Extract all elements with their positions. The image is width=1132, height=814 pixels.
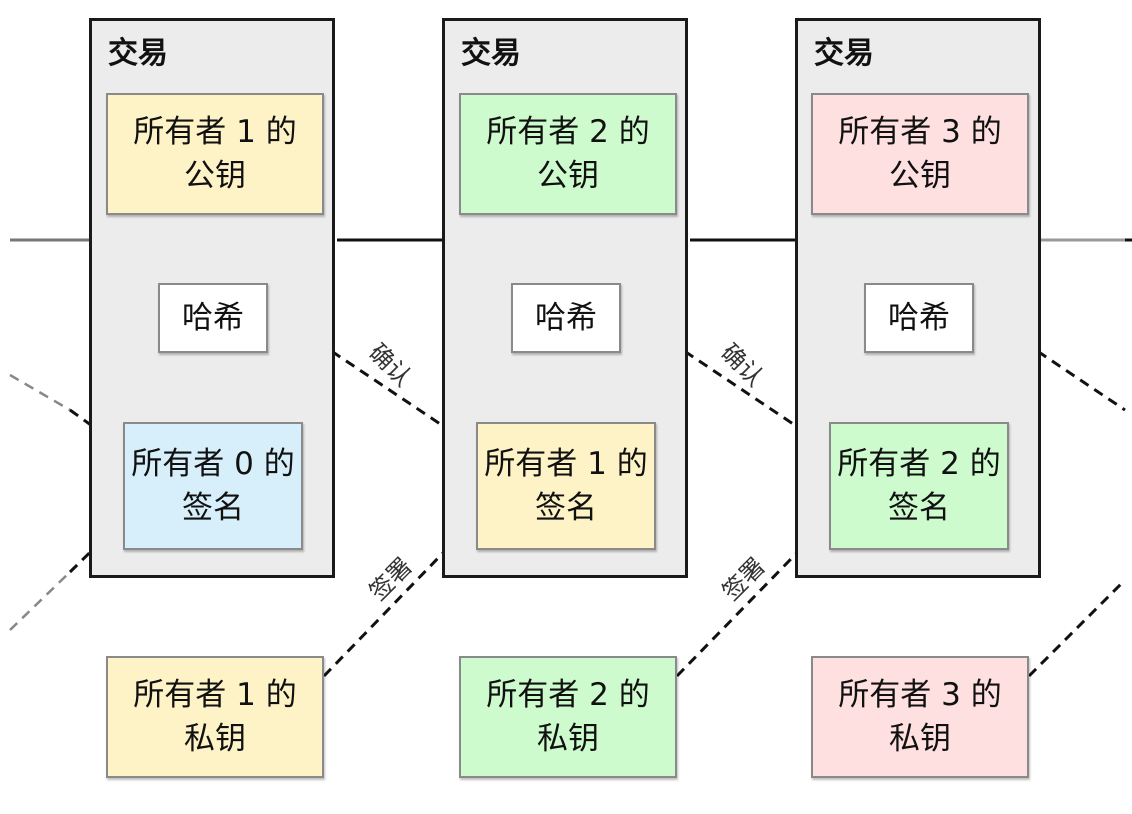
private-key-owner-3: 所有者 3 的 私钥 <box>811 656 1029 778</box>
hash-node-2: 哈希 <box>511 283 621 353</box>
node-label-line: 私钥 <box>184 721 246 757</box>
public-key-owner-3: 所有者 3 的 公钥 <box>811 93 1029 215</box>
node-label-line: 签名 <box>535 490 597 526</box>
transaction-title: 交易 <box>108 36 168 71</box>
node-label-line: 公钥 <box>889 158 951 194</box>
node-label-line: 所有者 3 的 <box>838 676 1002 713</box>
node-label-line: 哈希 <box>888 299 950 336</box>
node-label-line: 所有者 1 的 <box>133 113 297 150</box>
node-label-line: 所有者 2 的 <box>486 676 650 713</box>
node-label-line: 哈希 <box>182 299 244 336</box>
public-key-owner-1: 所有者 1 的 公钥 <box>106 93 324 215</box>
sign-edge-3 <box>1027 578 1127 678</box>
private-key-owner-2: 所有者 2 的 私钥 <box>459 656 677 778</box>
transaction-title: 交易 <box>461 36 521 71</box>
signature-owner-1: 所有者 1 的 签名 <box>476 422 656 550</box>
node-label-line: 公钥 <box>184 158 246 194</box>
node-label-line: 所有者 2 的 <box>486 113 650 150</box>
transaction-title: 交易 <box>814 36 874 71</box>
node-label-line: 私钥 <box>537 721 599 757</box>
node-label-line: 所有者 3 的 <box>838 113 1002 150</box>
verify-edge-incoming <box>9 373 71 412</box>
sign-edge-incoming <box>9 571 71 631</box>
node-label-line: 私钥 <box>889 721 951 757</box>
node-label-line: 所有者 0 的 <box>131 445 295 482</box>
node-label-line: 签名 <box>888 490 950 526</box>
public-key-owner-2: 所有者 2 的 公钥 <box>459 93 677 215</box>
node-label-line: 签名 <box>182 490 244 526</box>
node-label-line: 所有者 2 的 <box>837 445 1001 482</box>
node-label-line: 公钥 <box>537 158 599 194</box>
private-key-owner-1: 所有者 1 的 私钥 <box>106 656 324 778</box>
node-label-line: 所有者 1 的 <box>484 445 648 482</box>
hash-node-1: 哈希 <box>158 283 268 353</box>
signature-owner-0: 所有者 0 的 签名 <box>123 422 303 550</box>
hash-node-3: 哈希 <box>864 283 974 353</box>
node-label-line: 哈希 <box>535 299 597 336</box>
node-label-line: 所有者 1 的 <box>133 676 297 713</box>
signature-owner-2: 所有者 2 的 签名 <box>829 422 1009 550</box>
